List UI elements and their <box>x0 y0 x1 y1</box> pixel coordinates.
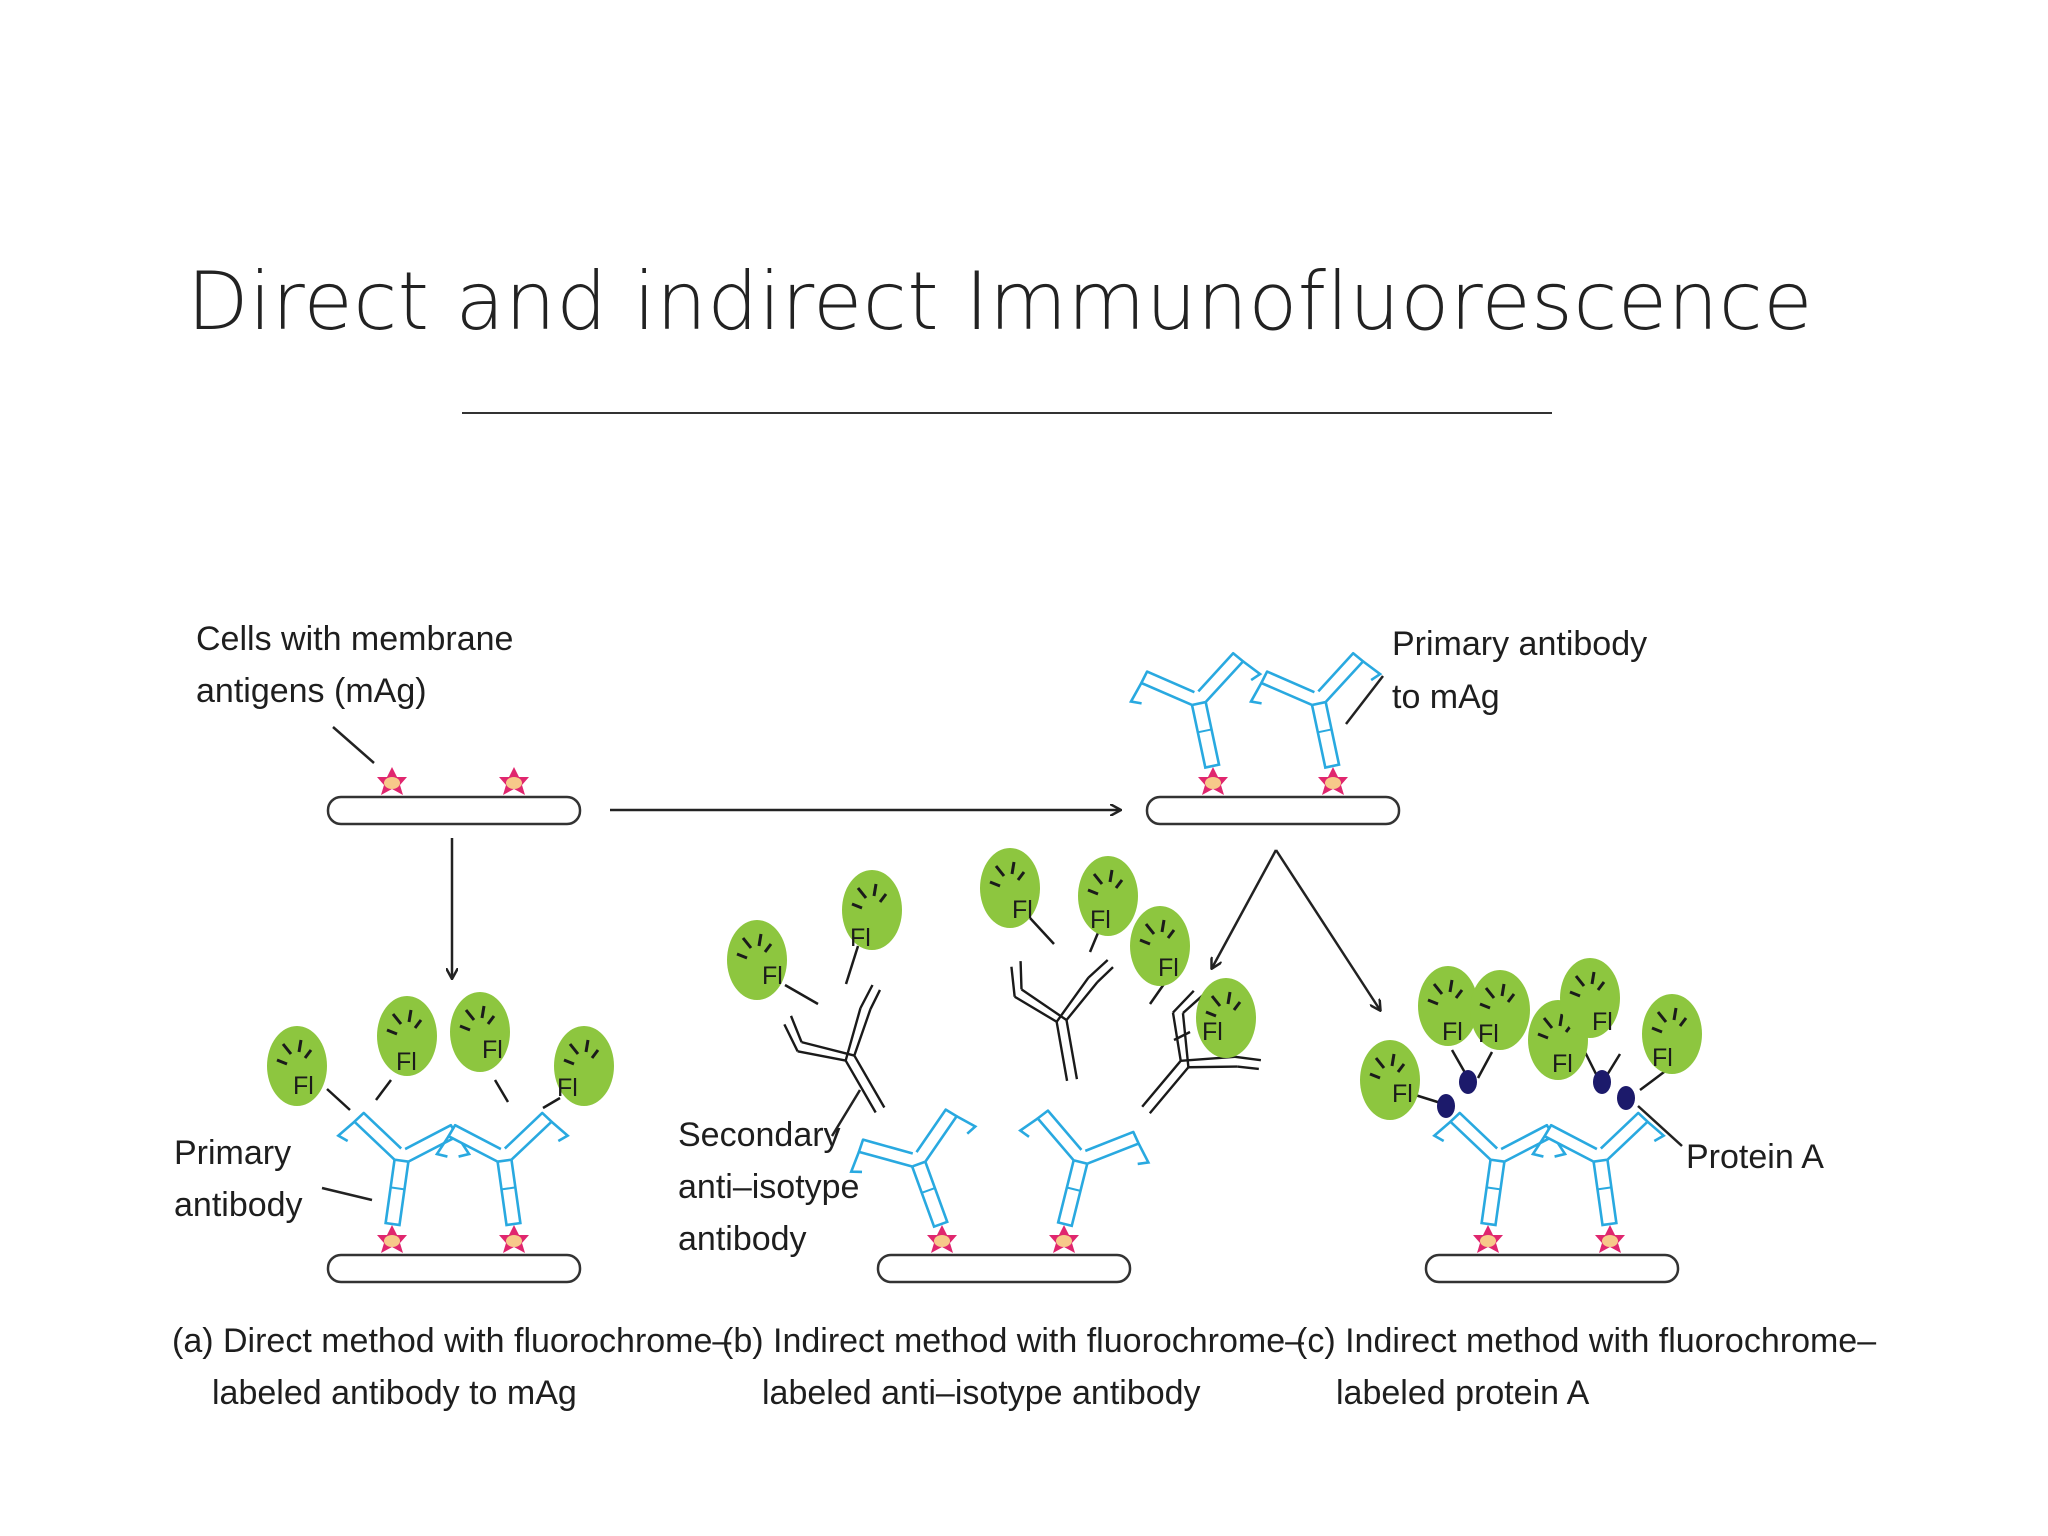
svg-text:Fl: Fl <box>1442 1018 1463 1046</box>
fluorochrome: Fl <box>840 868 904 952</box>
svg-text:Fl: Fl <box>1392 1080 1413 1108</box>
primary-antibody <box>1421 1108 1570 1235</box>
svg-text:Fl: Fl <box>1552 1050 1573 1078</box>
antigen-marker <box>499 1225 529 1253</box>
cell-membrane <box>326 795 582 826</box>
secondary-antibody <box>1007 944 1133 1089</box>
fluorochrome: Fl <box>978 846 1042 930</box>
fluorochrome: Fl <box>1468 968 1532 1052</box>
fluorochrome: Fl <box>725 918 789 1002</box>
cell-membrane <box>876 1253 1132 1284</box>
cell-membrane <box>1424 1253 1680 1284</box>
leader-line <box>1637 1105 1683 1147</box>
svg-text:Fl: Fl <box>1090 906 1111 934</box>
protein-a-marker <box>1437 1094 1455 1118</box>
antigen-marker <box>1318 767 1348 795</box>
fluorochrome: Fl <box>1128 904 1192 988</box>
protein-a-marker <box>1459 1070 1477 1094</box>
protein-a-marker <box>1617 1086 1635 1110</box>
arrow-down-b <box>1212 849 1278 968</box>
arrow-down-c <box>1274 849 1380 1010</box>
caption-c: (c) Indirect method with fluorochrome–la… <box>1296 1322 1876 1412</box>
antigen-marker <box>1595 1225 1625 1253</box>
primary-antibody <box>432 1108 581 1235</box>
label-protein-a: Protein A <box>1686 1138 1824 1176</box>
fluorochrome: Fl <box>448 990 512 1074</box>
fluorochrome: Fl <box>1076 854 1140 938</box>
fluorochrome: Fl <box>1526 998 1590 1082</box>
primary-antibody <box>325 1108 474 1235</box>
svg-text:Fl: Fl <box>1012 896 1033 924</box>
svg-text:Fl: Fl <box>293 1072 314 1100</box>
svg-text:Fl: Fl <box>396 1048 417 1076</box>
antigen-marker <box>499 767 529 795</box>
svg-text:Fl: Fl <box>762 962 783 990</box>
fluorochrome: Fl <box>1194 976 1258 1060</box>
primary-antibody <box>841 1100 1004 1249</box>
fluorochrome: Fl <box>375 994 439 1078</box>
primary-antibody <box>1528 1108 1677 1235</box>
antigen-marker <box>377 1225 407 1253</box>
cell-membrane <box>1145 795 1401 826</box>
svg-text:Fl: Fl <box>557 1074 578 1102</box>
leader-line <box>321 1186 373 1202</box>
fluorochrome: Fl <box>1640 992 1704 1076</box>
cell-membrane <box>326 1253 582 1284</box>
protein-a-marker <box>1593 1070 1611 1094</box>
fluorochrome: Fl <box>552 1024 616 1108</box>
leader-line <box>830 1089 862 1137</box>
antigen-marker <box>377 767 407 795</box>
fluorochrome: Fl <box>1558 956 1622 1040</box>
primary-antibody <box>1124 647 1279 782</box>
primary-antibody <box>1244 647 1399 782</box>
antigen-marker <box>1473 1225 1503 1253</box>
svg-text:Fl: Fl <box>482 1036 503 1064</box>
leader-line <box>332 726 375 764</box>
fluorochrome: Fl <box>1416 964 1480 1048</box>
antigen-marker <box>927 1225 957 1253</box>
antigen-marker <box>1049 1225 1079 1253</box>
caption-b: (b) Indirect method with fluorochrome–la… <box>722 1322 1304 1412</box>
caption-a: (a) Direct method with fluorochrome–labe… <box>172 1322 731 1412</box>
svg-text:Fl: Fl <box>850 924 871 952</box>
fluorochrome: Fl <box>265 1024 329 1108</box>
fluorochrome: Fl <box>1358 1038 1422 1122</box>
svg-text:Fl: Fl <box>1478 1020 1499 1048</box>
leader-line <box>1345 675 1384 725</box>
svg-text:Fl: Fl <box>1202 1018 1223 1046</box>
antigen-marker <box>1198 767 1228 795</box>
primary-antibody <box>999 1104 1156 1242</box>
slide-title: Direct and indirect Immunofluorescence <box>187 255 1813 348</box>
svg-text:Fl: Fl <box>1158 954 1179 982</box>
svg-text:Fl: Fl <box>1592 1008 1613 1036</box>
svg-text:Fl: Fl <box>1652 1044 1673 1072</box>
title-underline <box>462 412 1552 414</box>
